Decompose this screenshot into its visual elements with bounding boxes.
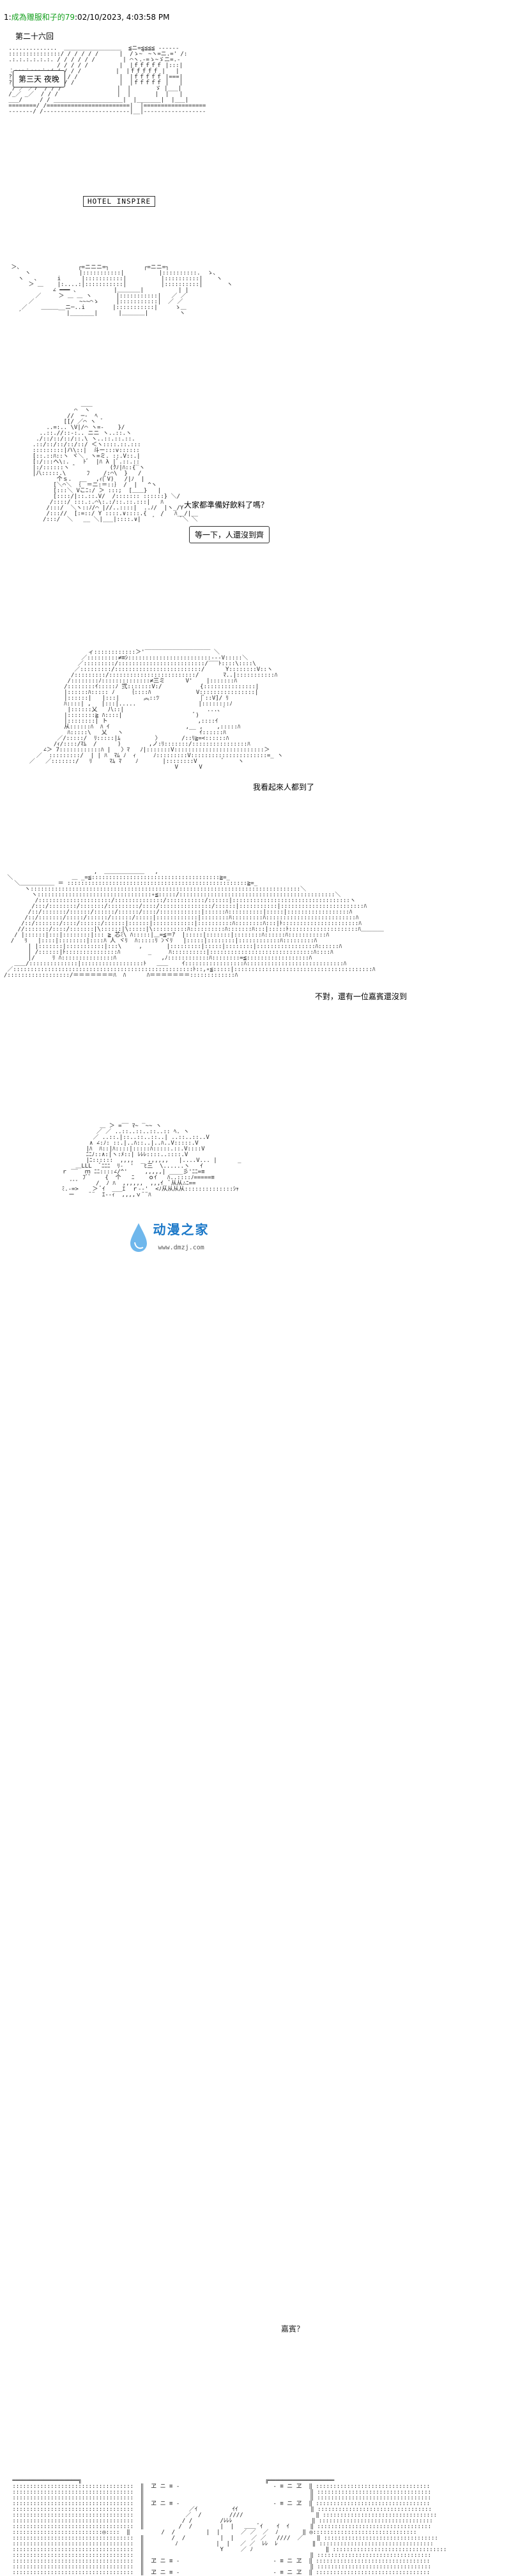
night-caption-box: 第三天 夜晚: [13, 70, 65, 87]
cups-ascii-art: ＞、 ┌=ニニニ=┐ ┌=ニニ=┐ ヽ |:::::::::::| |:::::…: [11, 264, 233, 317]
group-ascii-art: ＿＿ ⌒ ヽ // ─- ﾍ [[/ ／⌒ ヽ ﾞ ..=:.. \V|/⌒ ヽ…: [32, 402, 199, 523]
character-tea-ascii-art: ィ::::::::::::＞'‾‾‾‾‾‾‾‾‾‾‾‾‾‾‾‾‾‾‾ ＼ ／::…: [29, 649, 284, 771]
guest-question-ascii-art: ＿ ＞ =‾‾ ﾏ~ ‾~~ ヽ ／ ／ ..::..::..::..:: ﾍ.…: [6, 1124, 446, 2576]
dialogue-line-3: 我看起來人都到了: [253, 783, 315, 792]
dialogue-line-5: 嘉賓？: [281, 2324, 305, 2333]
wide-character-ascii-art: , ＿＿＿＿＿＿＿ , ＼ ＿ _=≦:::::::::::::::::::::…: [4, 869, 384, 979]
site-logo: 动漫之家 www.dmzj.com: [128, 1219, 230, 1258]
post-header: 1:成為赠服和子的79:02/10/2023, 4:03:58 PM: [4, 13, 169, 22]
doors-ascii-art: ═══════════════════╗ ╔══════════════════…: [12, 2478, 447, 2576]
logo-name: 动漫之家: [153, 1222, 210, 1237]
dialogue-line-2-bubble: 等一下，人還沒到齊: [189, 526, 270, 543]
dialogue-line-1: 大家都準備好飲料了嗎？: [184, 501, 269, 509]
post-number: 1:: [4, 13, 11, 22]
hotel-sign: HOTEL INSPIRE: [83, 196, 156, 207]
dialogue-line-4: 不對，還有一位嘉賓還沒到: [315, 992, 408, 1001]
post-datetime: :02/10/2023, 4:03:58 PM: [74, 13, 170, 22]
chapter-title: 第二十六回: [15, 32, 54, 41]
water-drop-icon: [130, 1223, 147, 1252]
post-author-link[interactable]: 成為赠服和子的79: [11, 13, 75, 22]
logo-url: www.dmzj.com: [158, 1244, 204, 1251]
